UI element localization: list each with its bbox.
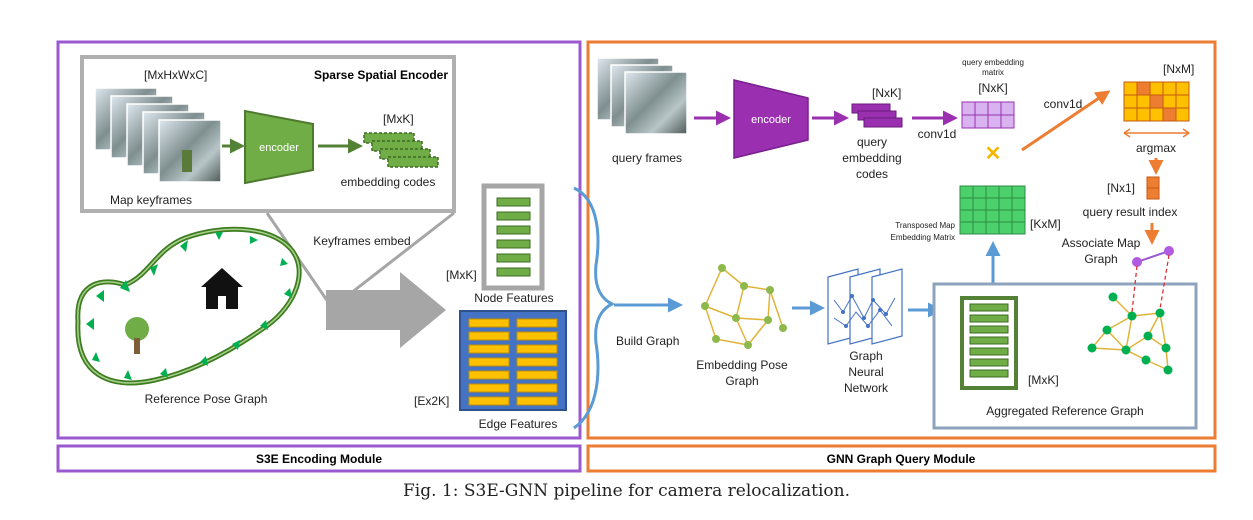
- transposed-matrix-title-line2: Embedding Matrix: [891, 233, 955, 242]
- gnn-module-frame: [586, 40, 1217, 440]
- query-node-a: [1132, 257, 1142, 267]
- sparse-encoder-label: encoder: [259, 142, 299, 154]
- map-keyframes-label: Map keyframes: [110, 193, 192, 207]
- query-node-b: [1164, 246, 1174, 256]
- node-features-dims: [MxK]: [446, 268, 477, 282]
- encoding-module-frame: [56, 40, 582, 440]
- result-matrix-dims: [NxM]: [1163, 62, 1194, 76]
- query-result-label: query result index: [1083, 205, 1178, 219]
- query-codes-label-line1: query: [857, 135, 887, 149]
- node-features-label: Node Features: [474, 291, 553, 305]
- associate-label-line2: Graph: [1084, 252, 1117, 266]
- zoom-line-right: [341, 211, 455, 302]
- transposed-matrix-title-line1: Transposed Map: [895, 221, 955, 230]
- figure-caption: Fig. 1: S3E-GNN pipeline for camera relo…: [403, 481, 850, 501]
- associate-label-line1: Associate Map: [1062, 236, 1141, 250]
- aggregated-dims: [MxK]: [1028, 373, 1059, 387]
- sparse-encoder-block: [244, 109, 314, 185]
- sparse-encoder-title: Sparse Spatial Encoder: [314, 68, 448, 82]
- argmax-label: argmax: [1136, 141, 1176, 155]
- build-graph-brace: [573, 186, 616, 430]
- query-frames-label: query frames: [612, 151, 682, 165]
- aggregated-graph-icon: [1087, 292, 1173, 375]
- keyframes-dims-label: [MxHxWxC]: [144, 68, 207, 82]
- build-graph-label: Build Graph: [616, 334, 679, 348]
- conv1d-to-result-arrow: [1021, 90, 1111, 152]
- query-matrix-title-line1: query embedding: [962, 58, 1024, 67]
- edge-features-label: Edge Features: [479, 417, 558, 431]
- query-frames-stack: [596, 57, 688, 135]
- gnn-label-line1: Graph: [849, 349, 882, 363]
- multiply-icon: ✕: [985, 143, 1002, 165]
- conv1d-label-b: conv1d: [1044, 97, 1083, 111]
- query-codes-label-line3: codes: [856, 167, 888, 181]
- pose-graph-keyframe-markers: [86, 232, 292, 380]
- reference-pose-graph-path: [75, 226, 302, 386]
- query-codes-label-line2: embedding: [842, 151, 901, 165]
- encoding-module-title: S3E Encoding Module: [256, 452, 382, 466]
- node-feature-rows: [496, 197, 531, 277]
- result-matrix: [1123, 81, 1190, 122]
- map-keyframes-stack: [94, 87, 222, 183]
- embedding-codes-stack: [363, 132, 439, 168]
- query-codes-stack: [851, 103, 903, 128]
- embed-arrow: [326, 272, 446, 348]
- pose-graph-label: Reference Pose Graph: [145, 392, 268, 406]
- query-result-dims: [Nx1]: [1107, 181, 1135, 195]
- embedding-pose-graph: [701, 264, 787, 349]
- query-codes-dims: [NxK]: [872, 86, 901, 100]
- embedding-codes-dims: [MxK]: [383, 112, 414, 126]
- transposed-matrix-dims: [KxM]: [1030, 217, 1061, 231]
- embedding-pose-graph-line2: Graph: [725, 374, 758, 388]
- association-line-a: [1131, 265, 1138, 313]
- embedding-pose-graph-line1: Embedding Pose: [696, 358, 788, 372]
- house-icon: [201, 268, 243, 309]
- gnn-module-banner: [586, 444, 1217, 473]
- aggregated-label: Aggregated Reference Graph: [986, 404, 1143, 418]
- edge-feature-rows: [468, 318, 558, 406]
- conv1d-label-a: conv1d: [918, 127, 957, 141]
- gnn-label-line3: Network: [844, 381, 889, 395]
- query-embedding-matrix: [961, 101, 1015, 129]
- zoom-line-left: [265, 212, 337, 313]
- gnn-module-title: GNN Graph Query Module: [827, 452, 976, 466]
- query-encoder-block: [733, 79, 809, 159]
- embedding-codes-label: embedding codes: [341, 175, 436, 189]
- query-encoder-label: encoder: [751, 114, 791, 126]
- edge-features-dims: [Ex2K]: [414, 394, 449, 408]
- graph-neural-network-icon: [827, 268, 903, 345]
- gnn-label-line2: Neural: [848, 365, 883, 379]
- keyframes-embed-label: Keyframes embed: [313, 234, 410, 248]
- tree-icon: [125, 317, 149, 354]
- association-line-b: [1159, 254, 1170, 310]
- query-edge: [1136, 250, 1170, 263]
- query-matrix-dims: [NxK]: [978, 81, 1007, 95]
- transposed-map-matrix: [959, 185, 1026, 235]
- encoding-module-banner: [56, 444, 582, 473]
- query-matrix-title-line2: matrix: [982, 68, 1004, 77]
